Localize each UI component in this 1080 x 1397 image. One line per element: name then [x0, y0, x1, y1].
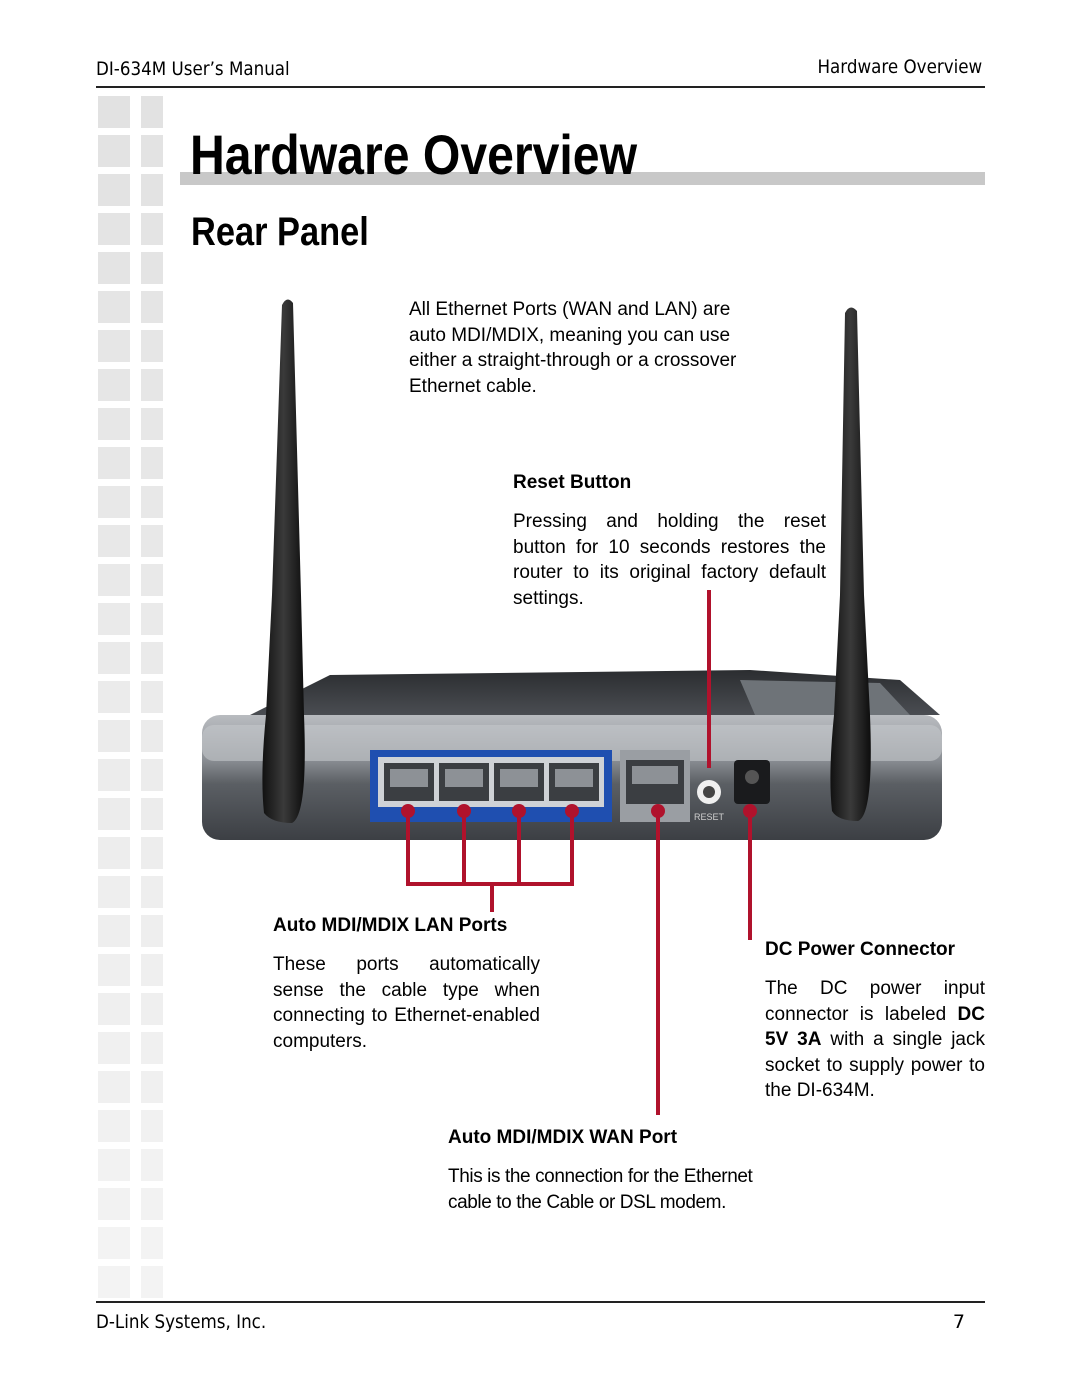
decorative-square [98, 1110, 130, 1142]
decorative-square [141, 330, 163, 362]
decorative-square [141, 915, 163, 947]
decorative-square [141, 1227, 163, 1259]
decorative-square [141, 291, 163, 323]
lan-callout-line-3 [517, 810, 521, 886]
lan-callout-line-1 [406, 810, 410, 886]
decorative-square [141, 642, 163, 674]
decorative-square [98, 915, 130, 947]
decorative-square [141, 174, 163, 206]
decorative-square [141, 720, 163, 752]
decorative-square [98, 993, 130, 1025]
decorative-square [98, 213, 130, 245]
decorative-square [98, 603, 130, 635]
decorative-square [141, 213, 163, 245]
decorative-square [141, 486, 163, 518]
decorative-square [141, 993, 163, 1025]
decorative-square [141, 876, 163, 908]
decorative-square [98, 174, 130, 206]
decorative-square [98, 564, 130, 596]
decorative-square [141, 1032, 163, 1064]
header-section-title: Hardware Overview [817, 56, 982, 78]
decorative-square [141, 1110, 163, 1142]
decorative-square [141, 96, 163, 128]
lan-callout-line-4 [570, 810, 574, 886]
decorative-square [98, 1032, 130, 1064]
decorative-square [141, 408, 163, 440]
router-rear-panel-image: RESET [202, 299, 942, 840]
header-manual-title: DI-634M User’s Manual [96, 58, 290, 80]
decorative-square [141, 681, 163, 713]
decorative-square [98, 330, 130, 362]
footer-rule [96, 1301, 985, 1303]
decorative-square [141, 564, 163, 596]
header-rule [96, 86, 985, 88]
wan-callout-line [656, 810, 660, 1115]
dc-power-label: DC Power Connector [765, 939, 956, 960]
decorative-square [98, 252, 130, 284]
decorative-square [98, 486, 130, 518]
left-antenna [262, 299, 305, 823]
reset-callout-line [707, 590, 711, 768]
dc-power-description: The DC power input connector is labeled … [765, 978, 985, 1101]
decorative-square [141, 1266, 163, 1298]
decorative-square [98, 408, 130, 440]
decorative-square [98, 447, 130, 479]
decorative-square [98, 135, 130, 167]
lan-ports-description: These ports automatically sense the cabl… [273, 954, 540, 1052]
decorative-square [98, 1071, 130, 1103]
decorative-square [98, 96, 130, 128]
page-number: 7 [952, 1311, 965, 1333]
decorative-square [141, 135, 163, 167]
decorative-square [98, 876, 130, 908]
lan-ports-label: Auto MDI/MDIX LAN Ports [273, 915, 508, 936]
section-subtitle: Rear Panel [191, 210, 369, 254]
right-antenna [830, 307, 871, 821]
lan-callout-stem [490, 882, 494, 912]
lan-callout-line-2 [462, 810, 466, 886]
decorative-square [141, 1071, 163, 1103]
decorative-square [98, 291, 130, 323]
decorative-square [141, 1188, 163, 1220]
reset-engraving: RESET [694, 812, 725, 822]
decorative-square [98, 954, 130, 986]
decorative-square-grid [96, 96, 180, 1298]
decorative-square [141, 837, 163, 869]
decorative-square [141, 759, 163, 791]
decorative-square [98, 1266, 130, 1298]
decorative-square [98, 642, 130, 674]
decorative-square [98, 720, 130, 752]
page-title: Hardware Overview [190, 123, 638, 186]
footer-company: D-Link Systems, Inc. [96, 1311, 267, 1333]
reset-button-label: Reset Button [513, 472, 632, 493]
decorative-square [98, 681, 130, 713]
reset-button-description: Pressing and holding the reset button fo… [513, 511, 826, 609]
wan-port-label: Auto MDI/MDIX WAN Port [448, 1127, 678, 1148]
dc-rating: DC 5V 3A [765, 1003, 985, 1051]
decorative-square [141, 369, 163, 401]
decorative-square [141, 798, 163, 830]
decorative-square [98, 525, 130, 557]
title-underline-bar [180, 172, 985, 185]
decorative-square [98, 1149, 130, 1181]
decorative-square [141, 1149, 163, 1181]
decorative-square [141, 525, 163, 557]
dc-callout-line [748, 810, 752, 940]
decorative-square [98, 1188, 130, 1220]
decorative-square [98, 759, 130, 791]
decorative-square [98, 837, 130, 869]
decorative-square [98, 798, 130, 830]
decorative-square [141, 954, 163, 986]
decorative-square [98, 369, 130, 401]
decorative-square [98, 1227, 130, 1259]
decorative-square [141, 603, 163, 635]
decorative-square [141, 252, 163, 284]
wan-port-description: This is the connection for the Ethernet … [448, 1166, 753, 1213]
intro-paragraph: All Ethernet Ports (WAN and LAN) are aut… [409, 299, 737, 397]
decorative-square [141, 447, 163, 479]
